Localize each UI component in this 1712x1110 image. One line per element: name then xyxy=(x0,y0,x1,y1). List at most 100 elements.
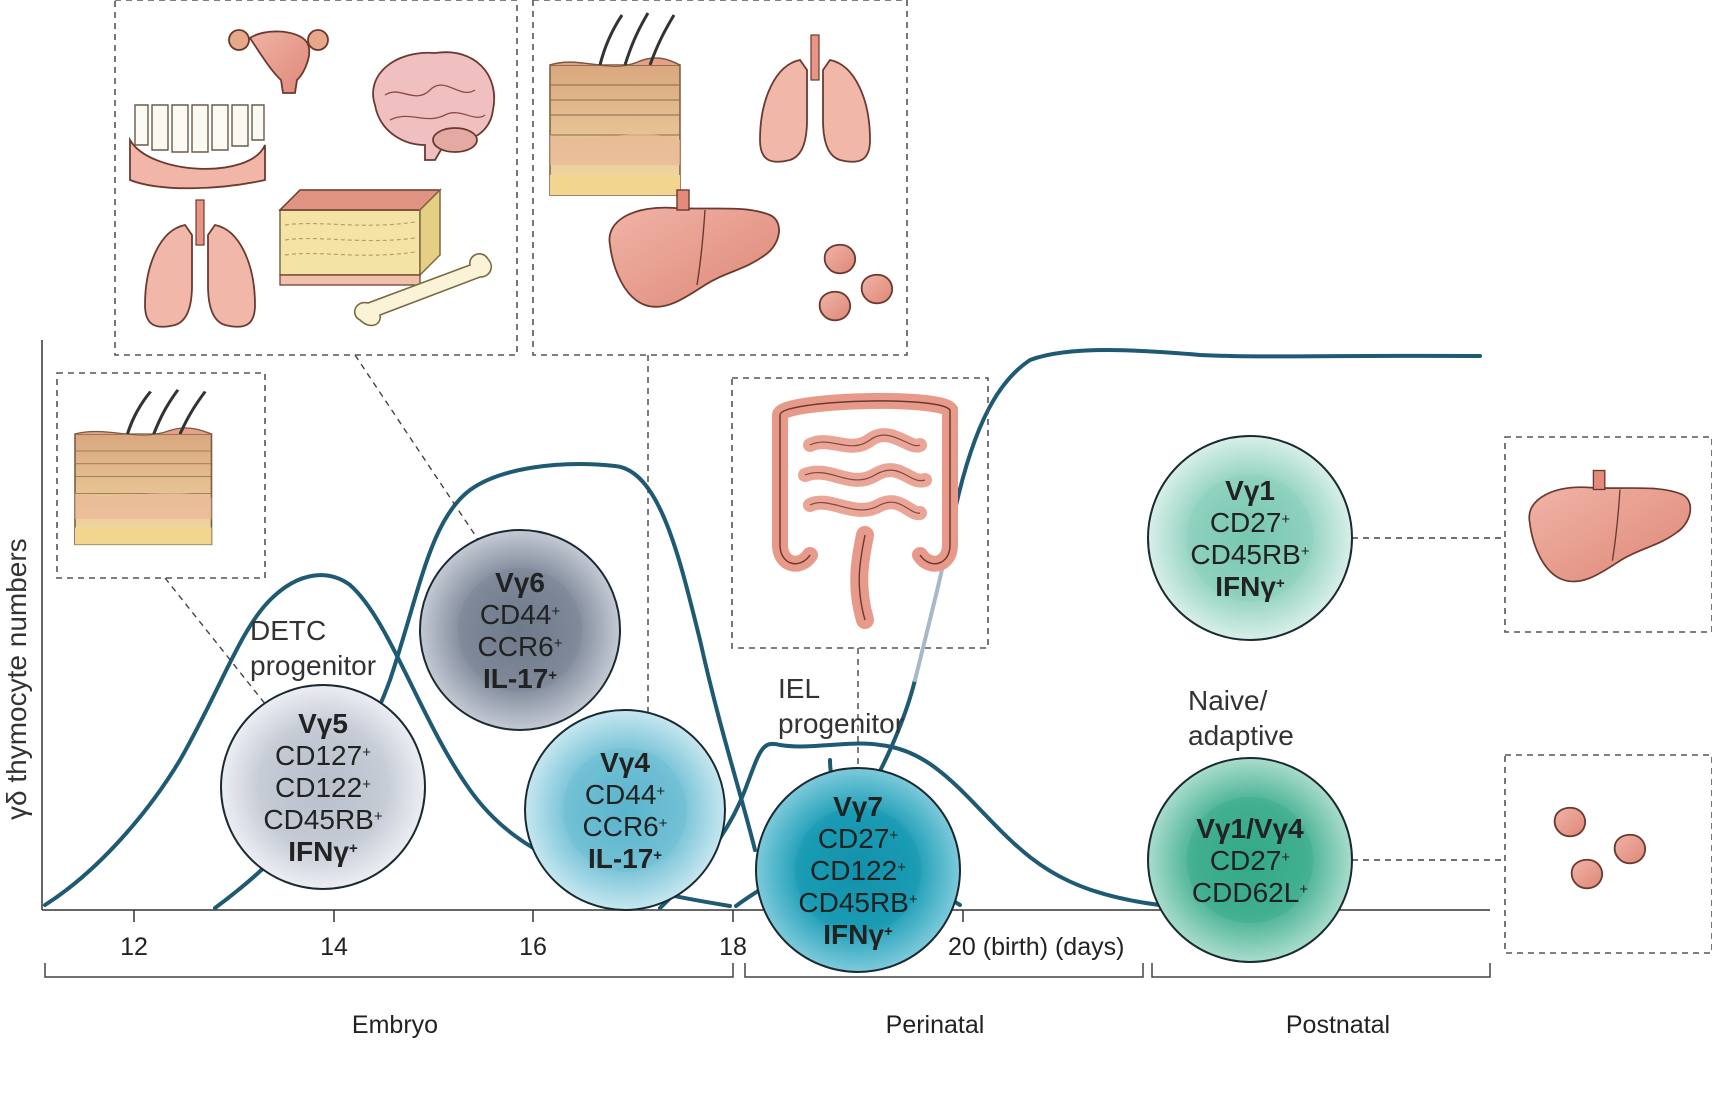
cell-vg1vg4-title: Vγ1/Vγ4 xyxy=(1196,813,1304,844)
cell-vg5-marker-1-sup: + xyxy=(362,776,371,793)
tissue-box-vg1vg4 xyxy=(1504,754,1712,954)
cell-vg1-cytokine-sup: + xyxy=(1276,575,1285,592)
cell-vg4-cytokine-base: IL-17 xyxy=(588,843,653,874)
teeth-icon xyxy=(129,104,266,190)
cell-vg5-marker-1-base: CD122 xyxy=(275,772,362,803)
cell-vg6-cytokine-base: IL-17 xyxy=(483,663,548,694)
skin-icon xyxy=(73,388,214,547)
tick-label-18: 18 xyxy=(719,933,747,961)
cell-vg5-marker-2-base: CD45RB xyxy=(263,804,373,835)
cell-vg4-marker-0-base: CD44 xyxy=(585,779,657,810)
lymph-node-icon xyxy=(1613,833,1647,865)
vg5-wave-curve xyxy=(43,573,732,908)
progenitor-labels: DETC progenitor IEL progenitor Naive/ ad… xyxy=(250,615,1294,751)
vg6-tissue-box xyxy=(114,0,518,356)
phase-embryo: Embryo xyxy=(352,1011,438,1039)
cell-vg5-title: Vγ5 xyxy=(298,708,348,739)
skin-icon xyxy=(548,11,682,197)
cell-vg5-nucleus xyxy=(259,723,387,851)
cell-vg4-marker-1-base: CCR6 xyxy=(583,811,659,842)
cell-vg7-marker-2: CD45RB+ xyxy=(798,887,917,918)
tick-label-14: 14 xyxy=(320,933,348,961)
cell-vg6-marker-1: CCR6+ xyxy=(478,631,563,662)
tissue-box-vg4 xyxy=(532,0,908,356)
cell-vg7-marker-1-sup: + xyxy=(897,859,906,876)
cell-vg6-nucleus xyxy=(458,568,582,692)
cell-vg1-marker-1-sup: + xyxy=(1301,543,1310,560)
phase-brackets: Embryo Perinatal Postnatal xyxy=(44,963,1491,1039)
tick-label-20-birth: 20 (birth) (days) xyxy=(948,933,1124,961)
cell-vg7-title: Vγ7 xyxy=(833,791,883,822)
cell-vg1vg4-marker-0-sup: + xyxy=(1281,849,1290,866)
y-axis-label: γδ thymocyte numbers xyxy=(1,538,32,820)
lymph-node-icon xyxy=(818,290,852,322)
cell-vg7-marker-0-base: CD27 xyxy=(818,823,890,854)
cell-vg7-marker-1-base: CD122 xyxy=(810,855,897,886)
cell-vg1vg4-nucleus xyxy=(1186,796,1314,924)
cell-vg1vg4-marker-0-base: CD27 xyxy=(1210,845,1282,876)
cell-vg1-nucleus xyxy=(1186,474,1314,602)
brain-icon xyxy=(372,51,496,161)
cell-vg1vg4-marker-1-base: CDD62L xyxy=(1192,877,1299,908)
lymph-node-icon xyxy=(1553,806,1587,838)
cell-vg1-marker-1-base: CD45RB xyxy=(1190,539,1300,570)
cell-vg4-nucleus xyxy=(563,748,687,872)
cell-vg5-cytokine-base: IFNγ xyxy=(288,836,349,867)
cell-vg7-marker-2-sup: + xyxy=(909,891,918,908)
cell-vg4-marker-0-sup: + xyxy=(656,783,665,800)
cell-vg7-marker-2-base: CD45RB xyxy=(798,887,908,918)
tick-label-12: 12 xyxy=(120,933,148,961)
tissue-box-vg7 xyxy=(731,377,989,649)
cell-vg5-marker-2-sup: + xyxy=(374,808,383,825)
vg7-tissue-box xyxy=(731,377,989,649)
cell-vg4-cytokine-sup: + xyxy=(653,847,662,864)
bone-icon xyxy=(353,253,492,327)
cell-vg5-cytokine-sup: + xyxy=(349,840,358,857)
vg1vg4-tissue-box xyxy=(1504,754,1712,954)
cell-vg6-cytokine-sup: + xyxy=(548,667,557,684)
cell-vg5-marker-0-base: CD127 xyxy=(275,740,362,771)
cell-vg1vg4-marker-0: CD27+ xyxy=(1210,845,1291,876)
detc-label-line1: DETC xyxy=(250,615,326,646)
cell-vg6-marker-1-sup: + xyxy=(554,635,563,652)
detc-label-line2: progenitor xyxy=(250,650,376,681)
cell-vg1-marker-0: CD27+ xyxy=(1210,507,1291,538)
cell-vg4-marker-1-sup: + xyxy=(659,815,668,832)
embryo-bracket xyxy=(44,963,734,978)
cell-vg5-cytokine: IFNγ+ xyxy=(288,836,358,867)
cell-vg1-cytokine: IFNγ+ xyxy=(1215,571,1285,602)
cell-vg1vg4-marker-1-sup: + xyxy=(1299,881,1308,898)
adaptive-plateau-curve xyxy=(953,348,1482,512)
cell-vg7-cytokine-base: IFNγ xyxy=(823,919,884,950)
x-axis-ticks: 12 14 16 18 20 (birth) (days) xyxy=(120,910,1124,961)
cell-vg1-title: Vγ1 xyxy=(1225,475,1275,506)
cell-vg7-marker-0-sup: + xyxy=(889,827,898,844)
vg7-wave-curve xyxy=(658,741,1192,910)
phase-perinatal: Perinatal xyxy=(886,1011,985,1039)
cell-vg6-marker-0: CD44+ xyxy=(480,599,561,630)
vg6-connector xyxy=(354,354,486,551)
postnatal-bracket xyxy=(1151,963,1491,978)
cell-vg6-marker-0-base: CD44 xyxy=(480,599,552,630)
cell-vg5-marker-0: CD127+ xyxy=(275,740,371,771)
cell-vg4-marker-1: CCR6+ xyxy=(583,811,668,842)
tick-label-16: 16 xyxy=(519,933,547,961)
cell-vg7-cytokine-sup: + xyxy=(884,923,893,940)
cell-vg1-marker-0-base: CD27 xyxy=(1210,507,1282,538)
cell-vg4-cytokine: IL-17+ xyxy=(588,843,662,874)
cell-vg6-cytokine: IL-17+ xyxy=(483,663,557,694)
tissue-box-vg6 xyxy=(114,0,518,356)
vg5-tissue-box xyxy=(56,372,266,579)
cell-vg5-marker-0-sup: + xyxy=(362,744,371,761)
naive-label-line1: Naive/ xyxy=(1188,685,1268,716)
cell-vg4-title: Vγ4 xyxy=(600,747,650,778)
cell-vg7-marker-0: CD27+ xyxy=(818,823,899,854)
